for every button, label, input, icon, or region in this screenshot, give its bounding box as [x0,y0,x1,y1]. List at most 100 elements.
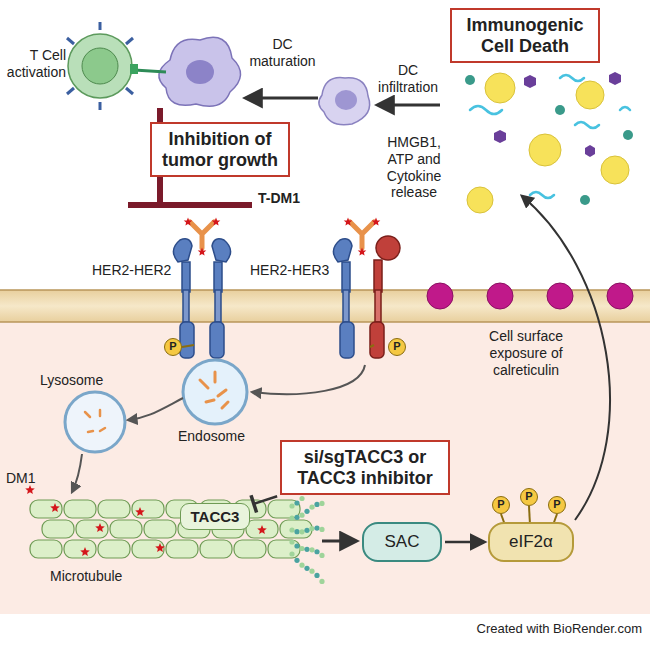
illustration-shape [560,75,584,81]
illustration-shape [314,549,319,554]
illustration-shape [234,540,266,558]
node-text: eIF2α [496,532,566,552]
organelle-label: Endosome [178,428,245,445]
illustration-shape [623,130,633,140]
node-text: P [165,339,181,354]
illustration-shape [99,102,102,110]
illustration-shape [25,485,35,494]
node-text: Inhibition of tumor growth [160,129,280,170]
illustration-shape [609,72,621,85]
node-text: TACC3 [187,508,243,525]
protein-box: TACC3 [180,503,250,530]
illustration-shape [76,520,108,538]
illustration-shape [257,525,267,534]
illustration-shape [268,540,300,558]
illustration-shape [344,218,353,226]
node-text: SAC [370,532,434,552]
illustration-shape [67,22,133,110]
illustration-shape [190,222,214,248]
illustration-shape [67,22,133,110]
illustration-shape [200,372,228,408]
illustration-shape [343,290,349,322]
outcome-box: Immunogenic Cell Death [450,8,600,63]
illustration-shape [304,547,309,552]
phospho-circle: P [520,488,538,506]
illustration-shape [524,75,536,88]
illustration-shape [304,509,309,514]
illustration-shape [68,34,132,98]
illustration-shape [135,507,145,516]
illustration-shape [67,88,74,94]
illustration-shape [0,318,650,614]
structure-label: Microtubule [50,568,122,585]
illustration-shape [340,322,354,358]
receptor-label: HER2-HER2 [92,262,171,279]
step-label: DC infiltration [370,62,446,96]
illustration-shape [309,569,314,574]
illustration-shape [335,90,357,110]
illustration-shape [529,134,561,166]
node-text: si/sgTACC3 or TACC3 inhibitor [290,447,440,488]
illustration-shape [65,392,125,452]
illustration-shape [309,547,314,552]
illustration-shape [358,248,367,256]
illustration-shape [30,500,62,518]
illustration-shape [304,566,309,571]
illustration-shape [350,222,374,248]
node-text: Immunogenic Cell Death [460,15,590,56]
illustration-shape [322,540,356,543]
illustration-shape [575,122,599,128]
drug-label: DM1 [6,470,36,487]
illustration-shape [319,553,324,558]
illustration-shape [215,290,221,322]
drug-label: T-DM1 [258,190,300,207]
organelle-label: Lysosome [40,372,103,389]
node-text: P [549,497,565,512]
note-label: HMGB1, ATP and Cytokine release [380,134,448,201]
illustration-shape [183,360,247,424]
illustration-shape [0,614,650,647]
illustration-shape [576,81,604,109]
illustration-shape [370,345,374,347]
illustration-shape [126,38,133,44]
illustration-shape [467,73,629,213]
illustration-shape [299,496,304,501]
illustration-shape [82,48,118,84]
illustration-shape [173,239,192,262]
illustration-shape [294,543,299,548]
illustration-shape [289,515,294,520]
illustration-shape [180,322,194,358]
illustration-shape [465,75,633,205]
illustration-shape [166,540,198,558]
illustration-shape [85,410,105,432]
illustration-shape [494,72,621,157]
illustration-shape [530,192,554,198]
illustration-shape [95,523,105,532]
illustration-shape [580,195,590,205]
illustration-shape [470,75,630,198]
illustration-shape [294,515,299,520]
illustration-shape [254,496,277,504]
illustration-shape [314,502,319,507]
illustration-shape [30,540,62,558]
illustration-shape [155,543,165,552]
illustration-shape [212,218,221,226]
illustration-shape [144,520,176,538]
illustration-shape [309,526,314,531]
illustration-shape [128,202,252,208]
illustration-shape [183,290,189,322]
illustration-shape [198,248,207,256]
illustration-shape [173,239,230,358]
illustration-shape [370,322,384,358]
illustration-shape [132,500,164,518]
illustration-shape [42,520,74,538]
illustration-shape [319,501,324,506]
illustration-shape [126,88,133,94]
illustration-shape [67,38,74,44]
illustration-shape [294,500,299,505]
illustration-shape [64,500,96,518]
illustration-shape [134,70,166,72]
illustration-shape [555,105,565,115]
illustration-shape [487,283,513,309]
illustration-shape [280,520,312,538]
